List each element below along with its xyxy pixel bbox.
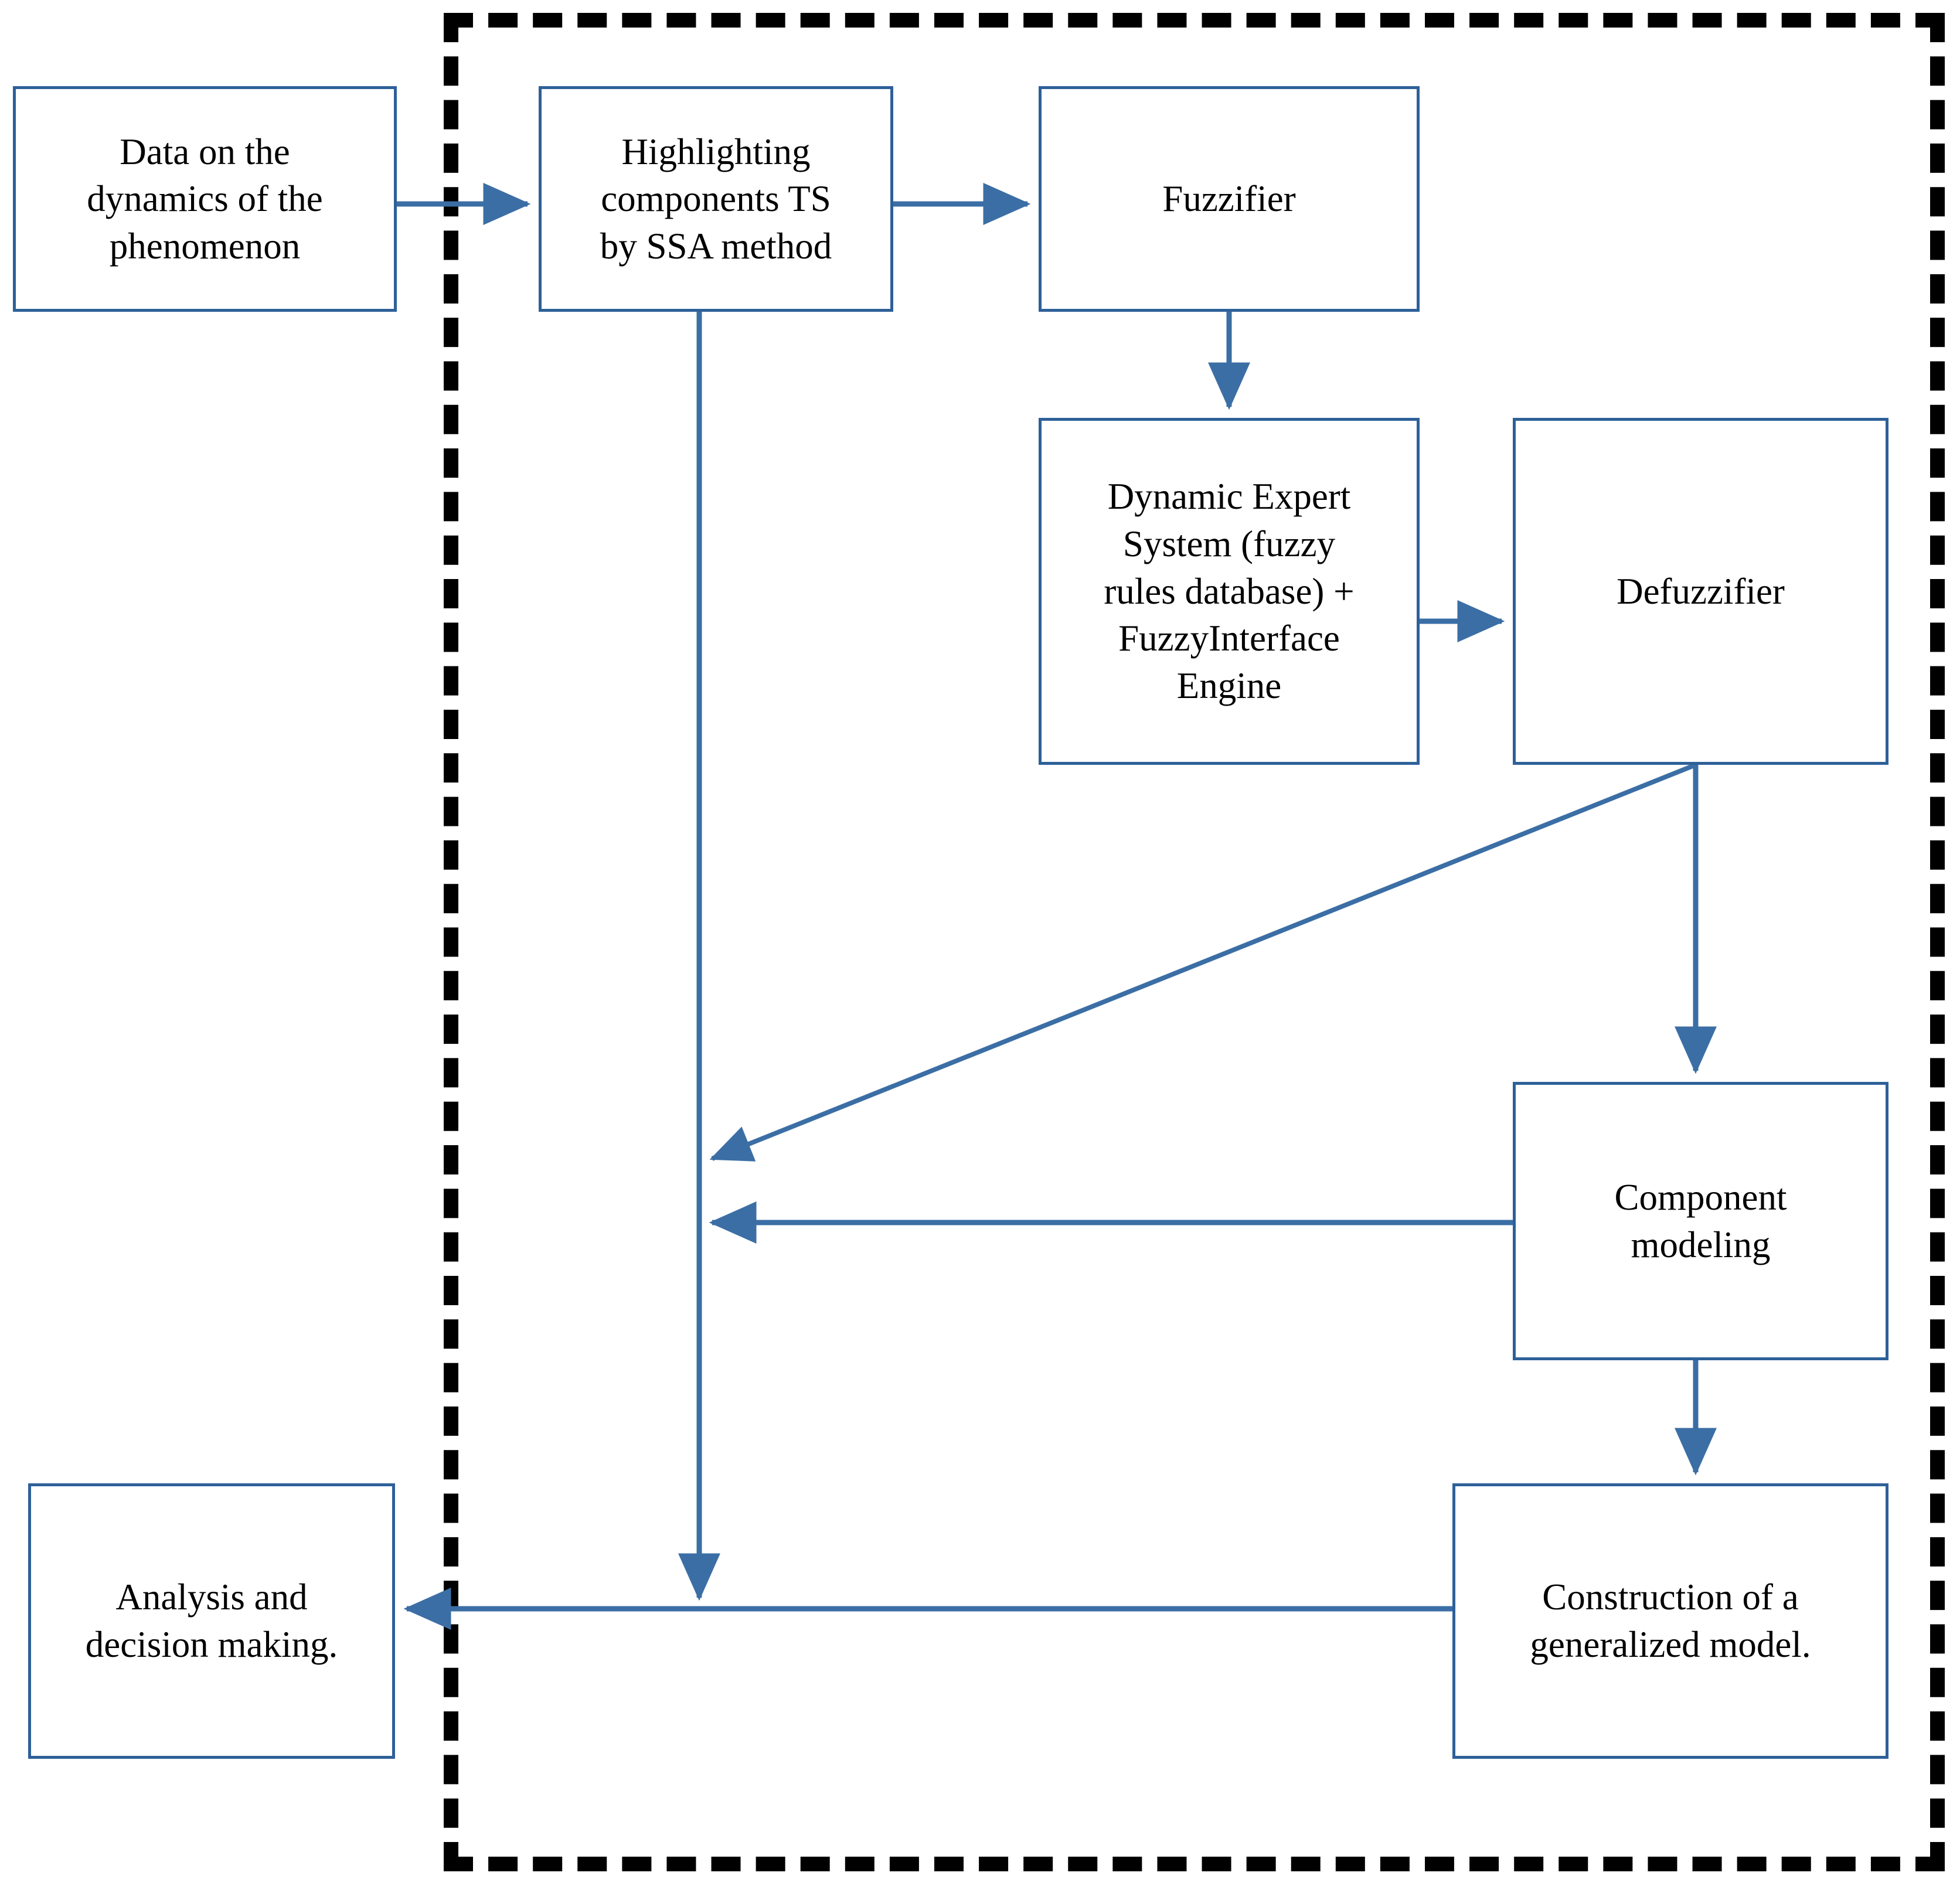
node-expert-system[interactable]: Dynamic Expert System (fuzzy rules datab… <box>1039 418 1420 765</box>
node-analysis-decision[interactable]: Analysis and decision making. <box>28 1483 395 1759</box>
node-label: Construction of a generalized model. <box>1530 1577 1811 1665</box>
node-label: Dynamic Expert System (fuzzy rules datab… <box>1104 476 1355 706</box>
node-label: Component modeling <box>1614 1176 1787 1265</box>
node-data-input[interactable]: Data on the dynamics of the phenomenon <box>13 86 397 312</box>
node-component-modeling[interactable]: Component modeling <box>1513 1082 1888 1360</box>
node-label: Highlighting components TS by SSA method <box>600 131 832 267</box>
node-label: Data on the dynamics of the phenomenon <box>87 131 323 267</box>
dashed-boundary <box>444 13 1945 1871</box>
node-defuzzifier[interactable]: Defuzzifier <box>1513 418 1888 765</box>
node-label: Fuzzifier <box>1162 178 1296 220</box>
node-fuzzifier[interactable]: Fuzzifier <box>1039 86 1420 312</box>
node-label: Analysis and decision making. <box>85 1577 338 1665</box>
node-label: Defuzzifier <box>1617 570 1785 612</box>
node-generalized-model[interactable]: Construction of a generalized model. <box>1452 1483 1888 1759</box>
node-ssa-components[interactable]: Highlighting components TS by SSA method <box>539 86 893 312</box>
